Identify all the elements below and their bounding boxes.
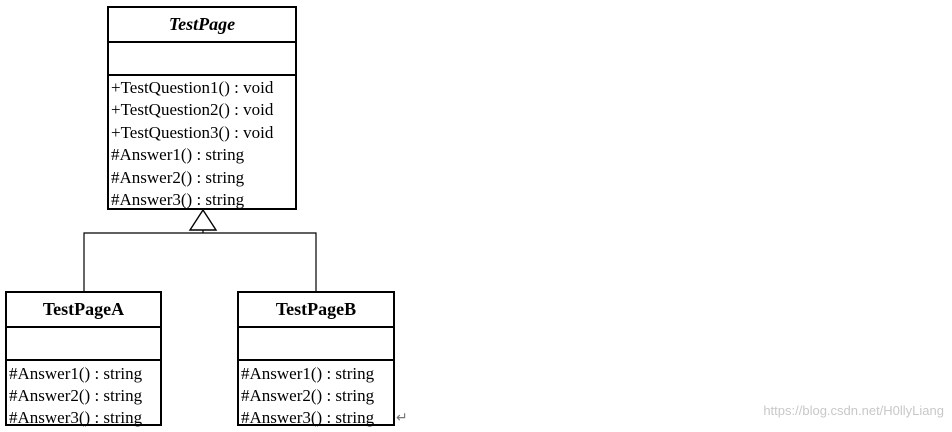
operation-answer3: #Answer3() : string [241,408,375,427]
attribute-section-testpagea [7,328,160,361]
attribute-section-testpageb [239,328,393,361]
class-name-testpage: TestPage [109,8,295,43]
operation-section-testpageb: #Answer1() : string #Answer2() : string … [239,361,393,429]
operation-answer2: #Answer2() : string [9,386,143,405]
operation-testquestion3: +TestQuestion3() : void [111,122,274,142]
class-name-testpageb: TestPageB [239,293,393,328]
operation-answer2: #Answer2() : string [241,386,375,405]
operation-answer3: #Answer3() : string [9,408,143,427]
operation-answer2: #Answer2() : string [111,167,245,187]
attribute-section-testpage [109,43,295,76]
class-testpage[interactable]: TestPage +TestQuestion1() : void +TestQu… [107,6,297,210]
class-testpageb[interactable]: TestPageB #Answer1() : string #Answer2()… [237,291,395,429]
class-testpagea[interactable]: TestPageA #Answer1() : string #Answer2()… [5,291,162,429]
operation-answer1: #Answer1() : string [111,145,245,165]
operation-answer3: #Answer3() : string [111,190,245,210]
generalization-arrowhead [188,208,218,231]
watermark: https://blog.csdn.net/H0llyLiang [763,403,944,418]
class-name-testpagea: TestPageA [7,293,160,328]
operation-section-testpage: +TestQuestion1() : void +TestQuestion2()… [109,76,295,211]
operation-answer1: #Answer1() : string [241,364,375,383]
generalization-line-testpagea [83,232,203,291]
generalization-line-testpageb [203,232,317,291]
operation-testquestion1: +TestQuestion1() : void [111,78,274,97]
operation-section-testpagea: #Answer1() : string #Answer2() : string … [7,361,160,429]
operation-testquestion2: +TestQuestion2() : void [111,100,274,120]
return-glyph-icon: ↵ [396,411,408,426]
operation-answer1: #Answer1() : string [9,364,143,383]
